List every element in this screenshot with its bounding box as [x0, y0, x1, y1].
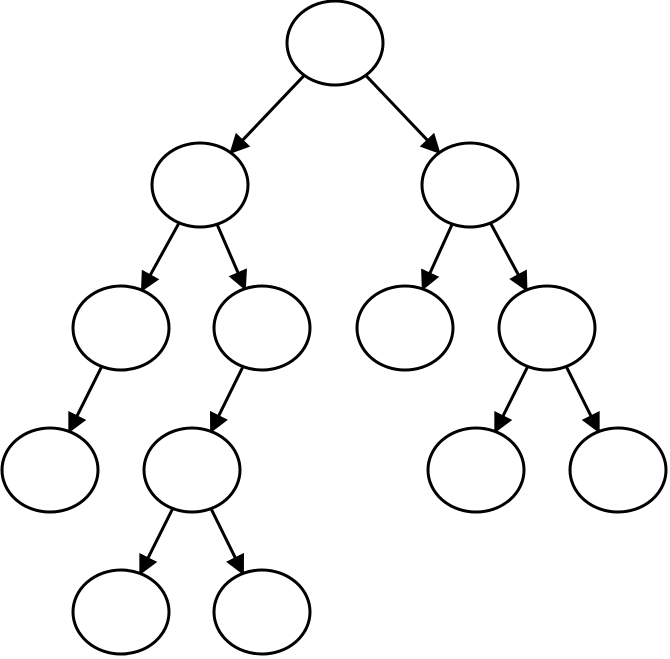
node-ellipse: [285, 0, 385, 87]
tree-node-n12: [71, 568, 171, 656]
node-ellipse: [0, 426, 100, 514]
edges-layer: [67, 74, 601, 576]
node-ellipse: [420, 141, 520, 229]
edge-n7-n10: [493, 365, 530, 434]
edge-n1-n3: [364, 74, 441, 155]
tree-node-n5: [212, 284, 312, 372]
edge-n3-n6: [421, 223, 454, 291]
tree-node-n6: [355, 284, 455, 372]
node-ellipse: [71, 568, 171, 656]
tree-node-n10: [426, 426, 526, 514]
edge-n9-n12: [138, 507, 175, 576]
node-ellipse: [497, 284, 597, 372]
tree-node-n2: [150, 141, 250, 229]
node-ellipse: [426, 426, 526, 514]
node-ellipse: [212, 568, 312, 656]
edge-n4-n8: [67, 365, 104, 434]
node-ellipse: [150, 141, 250, 229]
node-ellipse: [355, 284, 455, 372]
node-ellipse: [212, 284, 312, 372]
tree-node-n1: [285, 0, 385, 87]
node-ellipse: [71, 284, 171, 372]
edge-n3-n7: [489, 222, 528, 292]
edge-n9-n13: [209, 507, 245, 576]
node-ellipse: [142, 426, 242, 514]
node-ellipse: [568, 426, 668, 514]
tree-node-n8: [0, 426, 100, 514]
edge-n2-n5: [215, 223, 247, 291]
tree-node-n7: [497, 284, 597, 372]
tree-node-n9: [142, 426, 242, 514]
edge-n1-n2: [229, 74, 306, 155]
edge-n5-n9: [209, 365, 245, 434]
tree-node-n13: [212, 568, 312, 656]
tree-node-n11: [568, 426, 668, 514]
tree-node-n4: [71, 284, 171, 372]
edge-n2-n4: [140, 222, 181, 292]
tree-node-n3: [420, 141, 520, 229]
edge-n7-n11: [564, 365, 601, 434]
